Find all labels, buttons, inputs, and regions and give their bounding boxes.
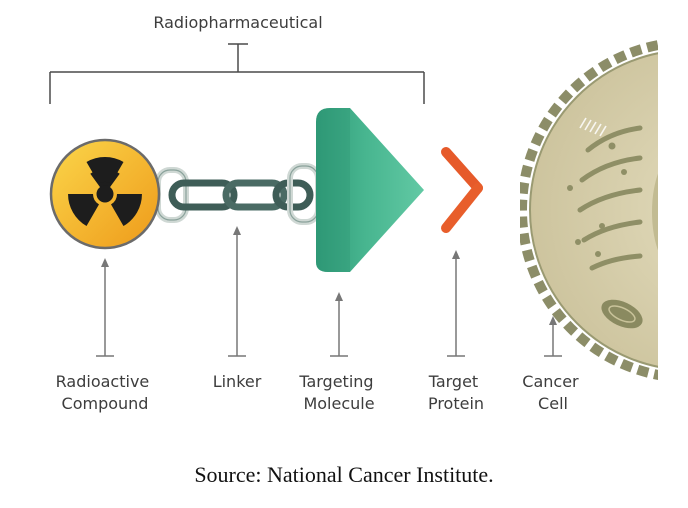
targeting-pointer xyxy=(330,292,348,357)
target-protein-label-line2: Protein xyxy=(428,394,484,413)
radiopharmaceutical-title: Radiopharmaceutical xyxy=(153,13,322,32)
linker-chain xyxy=(155,163,321,225)
targeting-label-line1: Targeting xyxy=(298,372,373,391)
target-protein-icon xyxy=(441,147,530,233)
cancer-cell-pointer xyxy=(544,316,562,357)
target-protein-label-line1: Target xyxy=(428,372,479,391)
target-protein-pointer xyxy=(447,250,465,357)
radioactive-pointer xyxy=(96,258,114,357)
targeting-label-line2: Molecule xyxy=(303,394,374,413)
pointer-arrows xyxy=(96,226,562,357)
radiopharmaceutical-bracket xyxy=(49,43,425,104)
targeting-molecule-shape xyxy=(316,108,424,272)
source-caption: Source: National Cancer Institute. xyxy=(194,462,493,487)
radioactive-label-line1: Radioactive xyxy=(56,372,150,391)
target-protein-label: Target Protein xyxy=(428,372,484,413)
cancer-cell-icon xyxy=(520,40,658,380)
radioactive-compound-icon xyxy=(49,138,161,250)
cancer-cell-label-line1: Cancer xyxy=(522,372,579,391)
radioactive-compound-label: Radioactive Compound xyxy=(56,372,155,413)
linker-pointer xyxy=(228,226,246,357)
radioactive-label-line2: Compound xyxy=(62,394,149,413)
linker-label-line1: Linker xyxy=(213,372,262,391)
linker-label: Linker xyxy=(213,372,262,391)
cancer-cell-label: Cancer Cell xyxy=(522,372,583,413)
cancer-cell-label-line2: Cell xyxy=(538,394,568,413)
targeting-molecule-label: Targeting Molecule xyxy=(298,372,378,413)
